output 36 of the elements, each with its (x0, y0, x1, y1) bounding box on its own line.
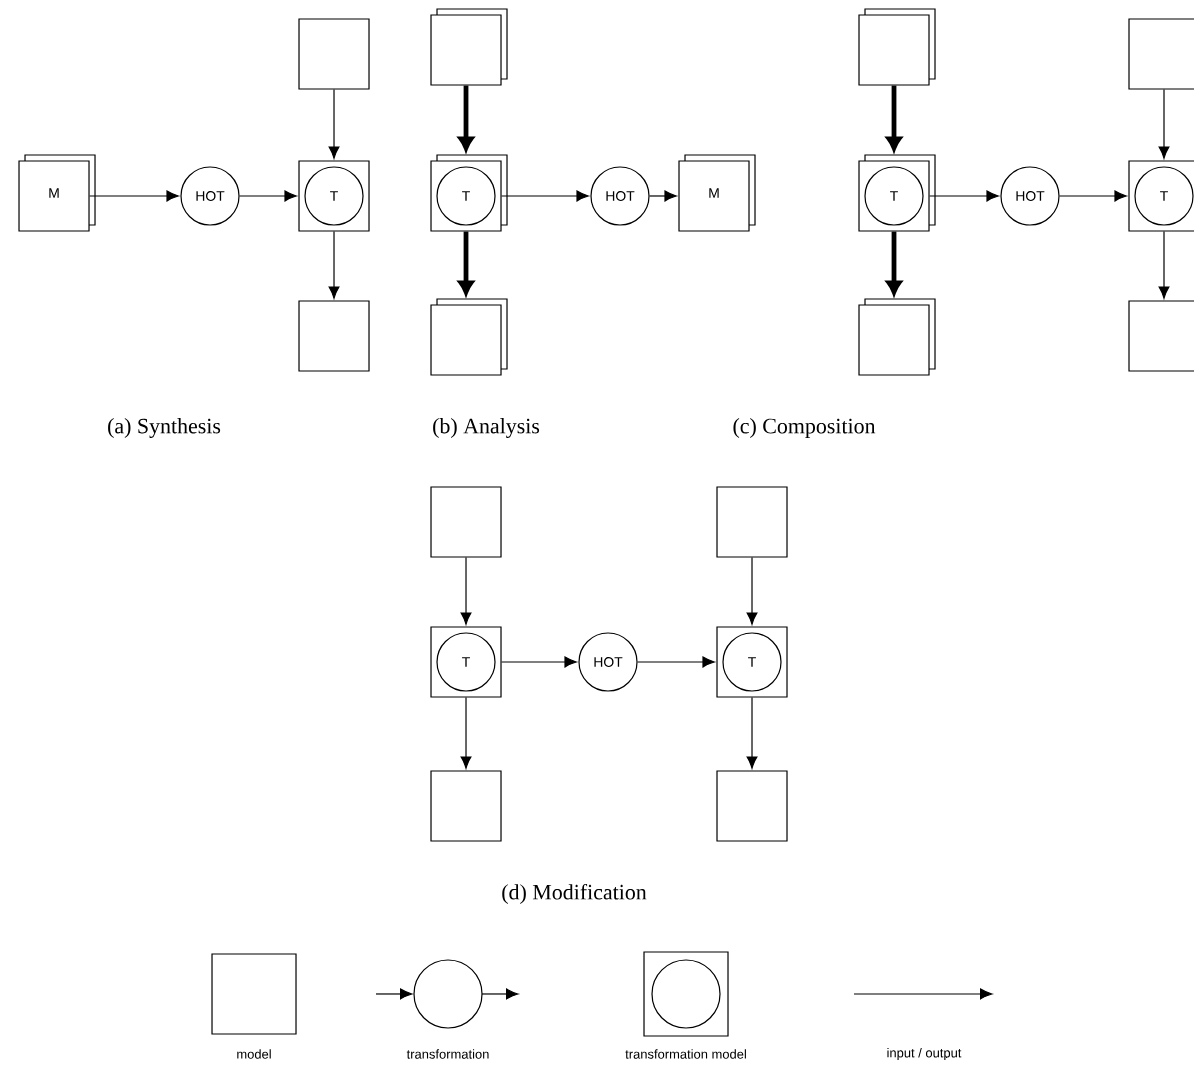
arrow (886, 85, 902, 151)
arrow (458, 231, 474, 295)
arrow (89, 190, 179, 202)
caption: (c) Composition (733, 418, 876, 438)
model-box (716, 770, 788, 842)
arrow (746, 557, 758, 625)
model-box (298, 18, 370, 90)
stacked-model-box (858, 8, 936, 86)
model-box (716, 486, 788, 558)
arrow (328, 89, 340, 159)
arrow (929, 190, 999, 202)
model-box (1128, 18, 1194, 90)
arrow (460, 697, 472, 769)
caption: (d) Modification (502, 883, 647, 904)
arrow (239, 190, 297, 202)
model-box (298, 300, 370, 372)
stacked-model-box (858, 298, 936, 376)
stacked-model-box (430, 8, 508, 86)
stacked-model-box (430, 298, 508, 376)
arrow (460, 557, 472, 625)
arrow (501, 190, 589, 202)
arrow (458, 85, 474, 151)
model-box (1128, 300, 1194, 372)
arrow (649, 190, 677, 202)
arrow (328, 231, 340, 299)
caption: (b) Analysis (433, 418, 540, 438)
arrow (501, 656, 577, 668)
arrow (746, 697, 758, 769)
caption: (a) Synthesis (108, 418, 221, 438)
arrow (1158, 231, 1170, 299)
arrow (637, 656, 715, 668)
arrow (1158, 89, 1170, 159)
arrow (1059, 190, 1127, 202)
model-box (430, 486, 502, 558)
model-box (430, 770, 502, 842)
arrow (886, 231, 902, 295)
